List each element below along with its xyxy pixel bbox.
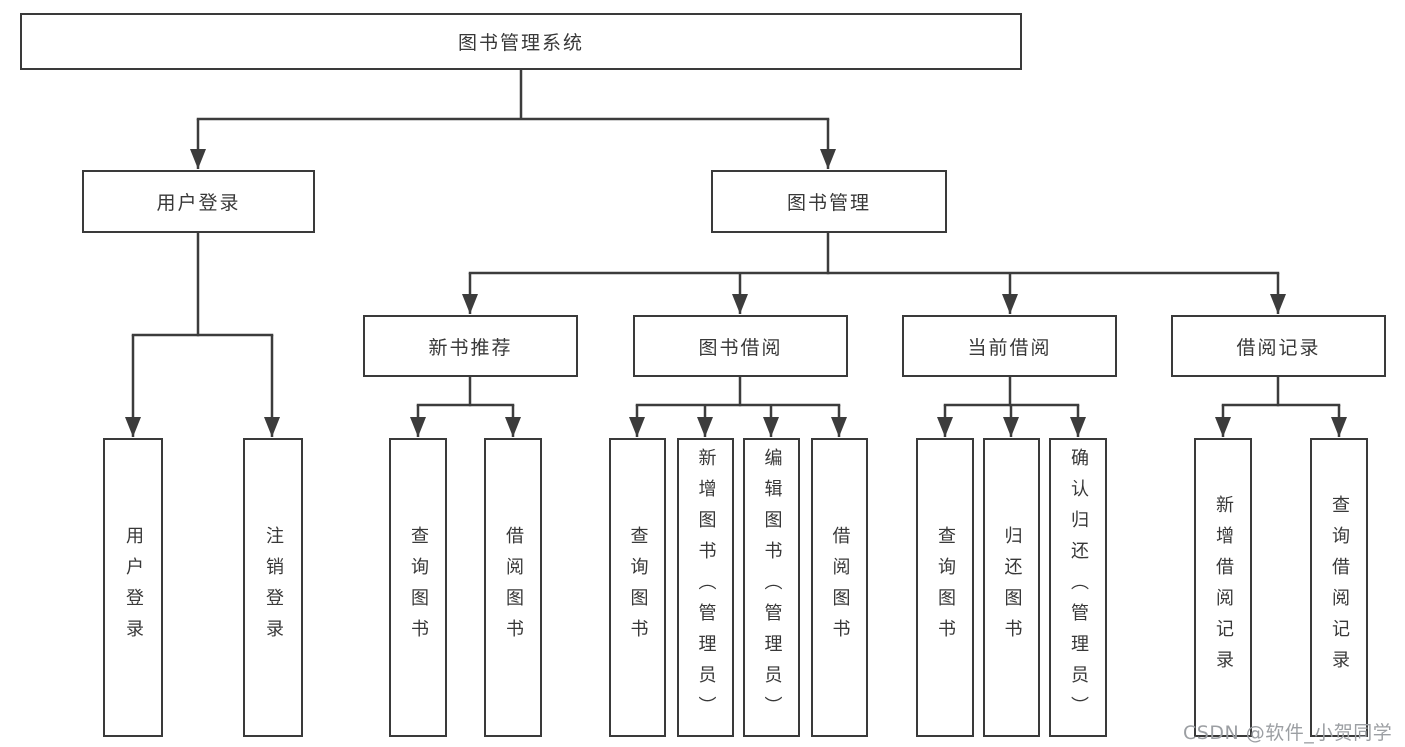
leaf-borrow-books: 借阅图书 — [811, 438, 868, 737]
leaf-logout: 注销登录 — [243, 438, 303, 737]
leaf-query-borrow-record: 查询借阅记录 — [1310, 438, 1368, 737]
leaf-label: 确认归还（管理员） — [1068, 448, 1089, 727]
node-borrowing-records: 借阅记录 — [1171, 315, 1386, 377]
node-user-login: 用户登录 — [82, 170, 315, 233]
leaf-add-borrow-record: 新增借阅记录 — [1194, 438, 1252, 737]
node-new-book-recommendation: 新书推荐 — [363, 315, 578, 377]
leaf-edit-book-admin: 编辑图书（管理员） — [743, 438, 800, 737]
leaf-return-books: 归还图书 — [983, 438, 1040, 737]
leaf-query-books-borrow: 查询图书 — [609, 438, 666, 737]
leaf-label: 编辑图书（管理员） — [761, 448, 783, 727]
leaf-label: 借阅图书 — [829, 525, 851, 650]
leaf-label: 用户登录 — [123, 525, 144, 650]
node-book-borrowing: 图书借阅 — [633, 315, 848, 377]
leaf-label: 查询图书 — [935, 525, 956, 650]
node-root-system: 图书管理系统 — [20, 13, 1022, 70]
leaf-label: 归还图书 — [1001, 525, 1023, 650]
leaf-confirm-return-admin: 确认归还（管理员） — [1049, 438, 1107, 737]
leaf-borrow-books-recommend: 借阅图书 — [484, 438, 542, 737]
leaf-label: 查询图书 — [408, 525, 429, 650]
node-current-borrowing: 当前借阅 — [902, 315, 1117, 377]
leaf-query-books-current: 查询图书 — [916, 438, 974, 737]
leaf-label: 查询图书 — [627, 525, 649, 650]
leaf-label: 新增图书（管理员） — [695, 448, 717, 727]
leaf-user-login: 用户登录 — [103, 438, 163, 737]
leaf-label: 新增借阅记录 — [1213, 494, 1234, 681]
csdn-watermark: CSDN @软件_小贺同学 — [1183, 722, 1393, 744]
leaf-label: 注销登录 — [263, 525, 284, 650]
leaf-query-books-recommend: 查询图书 — [389, 438, 447, 737]
leaf-label: 查询借阅记录 — [1329, 494, 1350, 681]
leaf-label: 借阅图书 — [503, 525, 524, 650]
node-book-management: 图书管理 — [711, 170, 947, 233]
leaf-add-book-admin: 新增图书（管理员） — [677, 438, 734, 737]
